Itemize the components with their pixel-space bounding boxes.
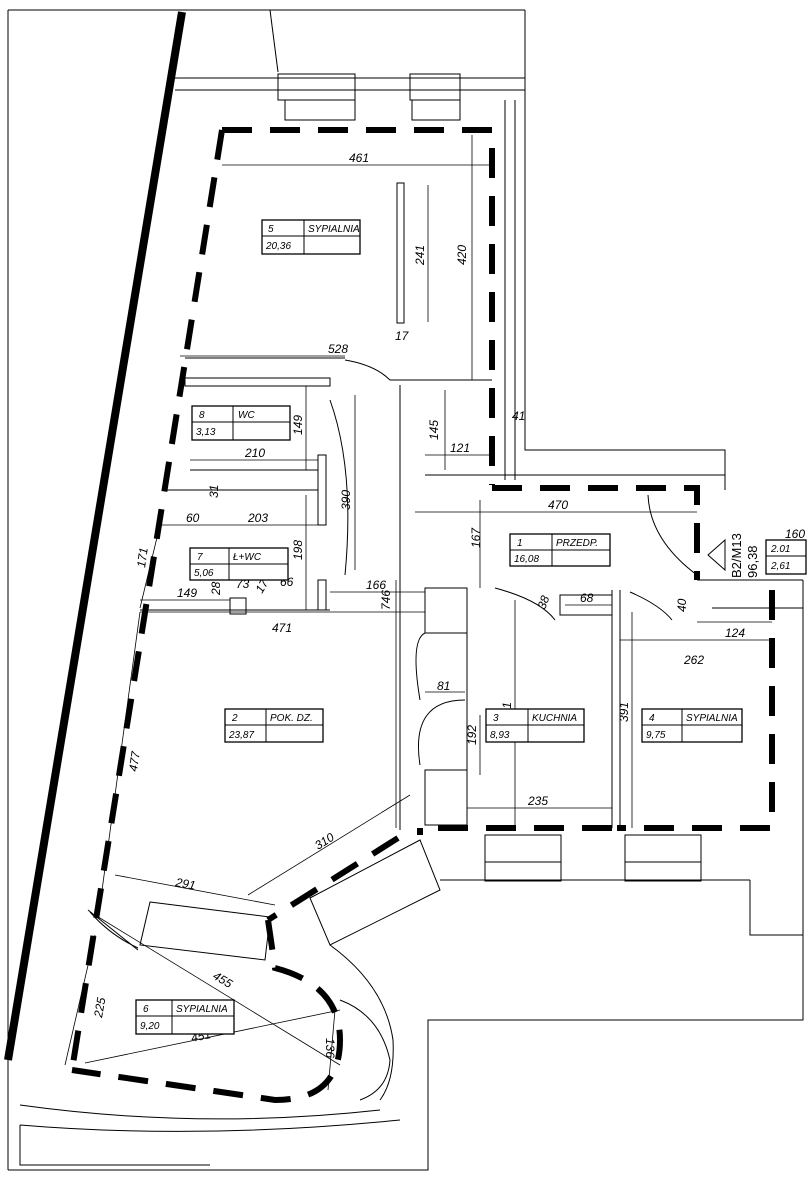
dim-136: 136 [323,1038,337,1058]
door-swings [87,359,698,951]
dim-210: 210 [244,446,265,460]
dim-171: 171 [134,547,151,569]
room-name: SYPIALNIA [686,713,738,724]
dim-471: 471 [272,621,292,635]
dim-291: 291 [173,875,196,892]
dim-390: 390 [339,490,353,510]
dim-461: 461 [349,151,369,165]
room-label-201: 2.01 2,61 [765,539,807,575]
room-area: 16,08 [514,554,539,565]
unit-area: 96,38 [745,545,760,578]
dim-470: 470 [548,498,568,512]
dim-477: 477 [126,749,143,772]
dim-160: 160 [785,527,805,541]
interior-walls [139,357,803,1101]
dim-235: 235 [527,794,548,808]
site-outline [7,9,804,1171]
dim-166: 166 [366,578,386,592]
dim-145: 145 [427,420,441,440]
dim-17: 17 [395,329,410,343]
room-area: 8,93 [490,730,510,741]
room-name: SYPIALNIA [176,1004,228,1015]
room-name: SYPIALNIA [308,224,360,235]
room-name: WC [238,410,255,421]
dim-149b: 149 [177,586,197,600]
room-number: 3 [493,713,499,724]
dim-38: 38 [535,593,553,611]
room-name: POK. DZ. [270,713,313,724]
room-number: 2.01 [770,544,790,555]
room-number: 7 [197,552,203,563]
dim-310: 310 [312,830,337,853]
dim-149a: 149 [291,415,305,435]
dim-262: 262 [683,653,704,667]
dim-746: 746 [379,590,393,610]
unit-marker: B2/M13 96,38 [707,533,760,578]
room-label-5: 5 SYPIALNIA 20,36 [261,219,361,255]
dim-203: 203 [247,511,268,525]
dim-41: 41 [512,409,525,423]
dim-241: 241 [413,245,427,266]
dim-28: 28 [209,581,223,596]
dim-60: 60 [186,511,200,525]
unit-code: B2/M13 [729,533,744,578]
room-number: 2 [231,713,238,724]
dim-225: 225 [91,996,108,1019]
room-label-7: 7 Ł+WC 5,06 [189,547,289,581]
room-number: 8 [199,410,205,421]
dim-31: 31 [207,485,221,498]
dim-40: 40 [675,598,689,612]
dim-167: 167 [469,527,483,548]
room-area: 9,75 [646,730,666,741]
room-number: 4 [649,713,655,724]
room-name: PRZEDP. [556,538,598,549]
diagonal-wall [4,11,186,1061]
room-number: 6 [143,1004,149,1015]
room-number: 5 [268,224,274,235]
room-area: 9,20 [140,1021,160,1032]
dim-81: 81 [437,679,450,693]
room-name: Ł+WC [233,552,262,563]
room-area: 20,36 [265,241,291,252]
dim-198: 198 [291,540,305,560]
dim-391b: 391 [617,702,631,722]
top-windows [277,73,516,480]
room-name: KUCHNIA [532,713,577,724]
room-label-1: 1 PRZEDP. 16,08 [509,533,611,567]
room-label-2: 2 POK. DZ. 23,87 [224,708,324,743]
dim-121: 121 [450,441,470,455]
dimension-lines [64,135,772,1091]
room-label-8: 8 WC 3,13 [191,405,291,441]
room-area: 2,61 [770,561,790,572]
room-label-4: 4 SYPIALNIA 9,75 [641,708,743,743]
dim-192: 192 [465,725,479,745]
room-label-6: 6 SYPIALNIA 9,20 [135,999,235,1035]
dim-68: 68 [580,591,594,605]
room-number: 1 [517,538,523,549]
dim-124: 124 [725,626,745,640]
room-area: 5,06 [194,568,214,579]
dim-528: 528 [328,342,348,356]
exterior-dashed-walls [69,127,775,1104]
room-area: 3,13 [196,427,216,438]
room-area: 23,87 [228,730,254,741]
room-label-3: 3 KUCHNIA 8,93 [485,708,585,743]
dim-420: 420 [455,245,469,265]
bottom-windows [484,834,702,882]
